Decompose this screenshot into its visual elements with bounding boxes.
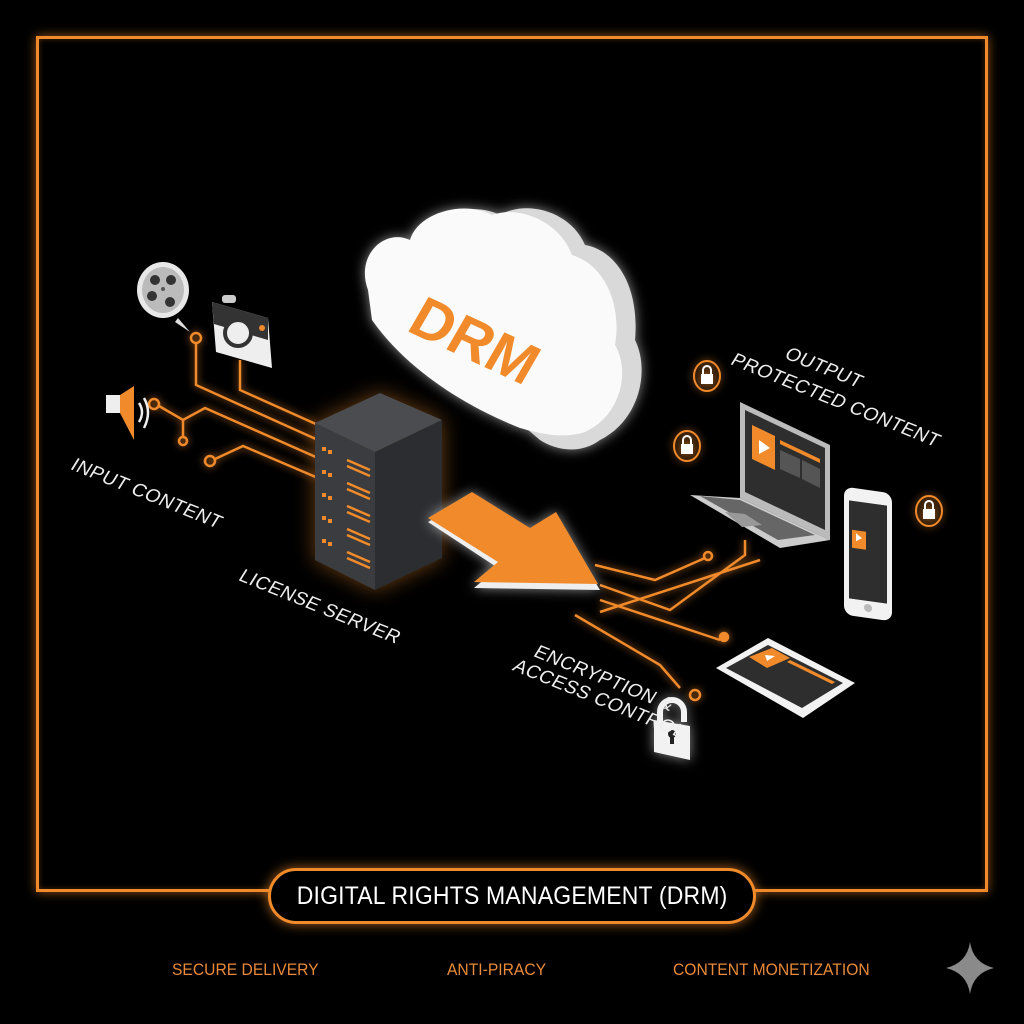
drm-cloud-icon	[364, 208, 642, 450]
title-banner: DIGITAL RIGHTS MANAGEMENT (DRM)	[268, 868, 756, 924]
input-circuit-lines	[147, 331, 319, 480]
footer-anti-piracy: ANTI-PIRACY	[447, 960, 547, 979]
speaker-icon	[106, 386, 150, 440]
sparkle-icon	[946, 942, 994, 994]
film-reel-icon	[137, 262, 190, 332]
padlock-icon	[654, 697, 690, 760]
smartphone-icon	[844, 487, 892, 621]
output-circuit-lines	[574, 540, 761, 702]
footer-secure-delivery: SECURE DELIVERY	[172, 960, 319, 979]
lock-icon	[673, 430, 701, 462]
diagram-title: DIGITAL RIGHTS MANAGEMENT (DRM)	[296, 881, 728, 910]
license-server-icon	[315, 393, 442, 590]
arrow-icon	[428, 492, 600, 590]
tablet-icon	[716, 638, 855, 718]
lock-icon	[693, 360, 721, 392]
footer-content-monetization: CONTENT MONETIZATION	[673, 960, 870, 979]
camera-icon	[212, 295, 272, 368]
lock-icon	[915, 495, 943, 527]
laptop-icon	[690, 402, 830, 548]
